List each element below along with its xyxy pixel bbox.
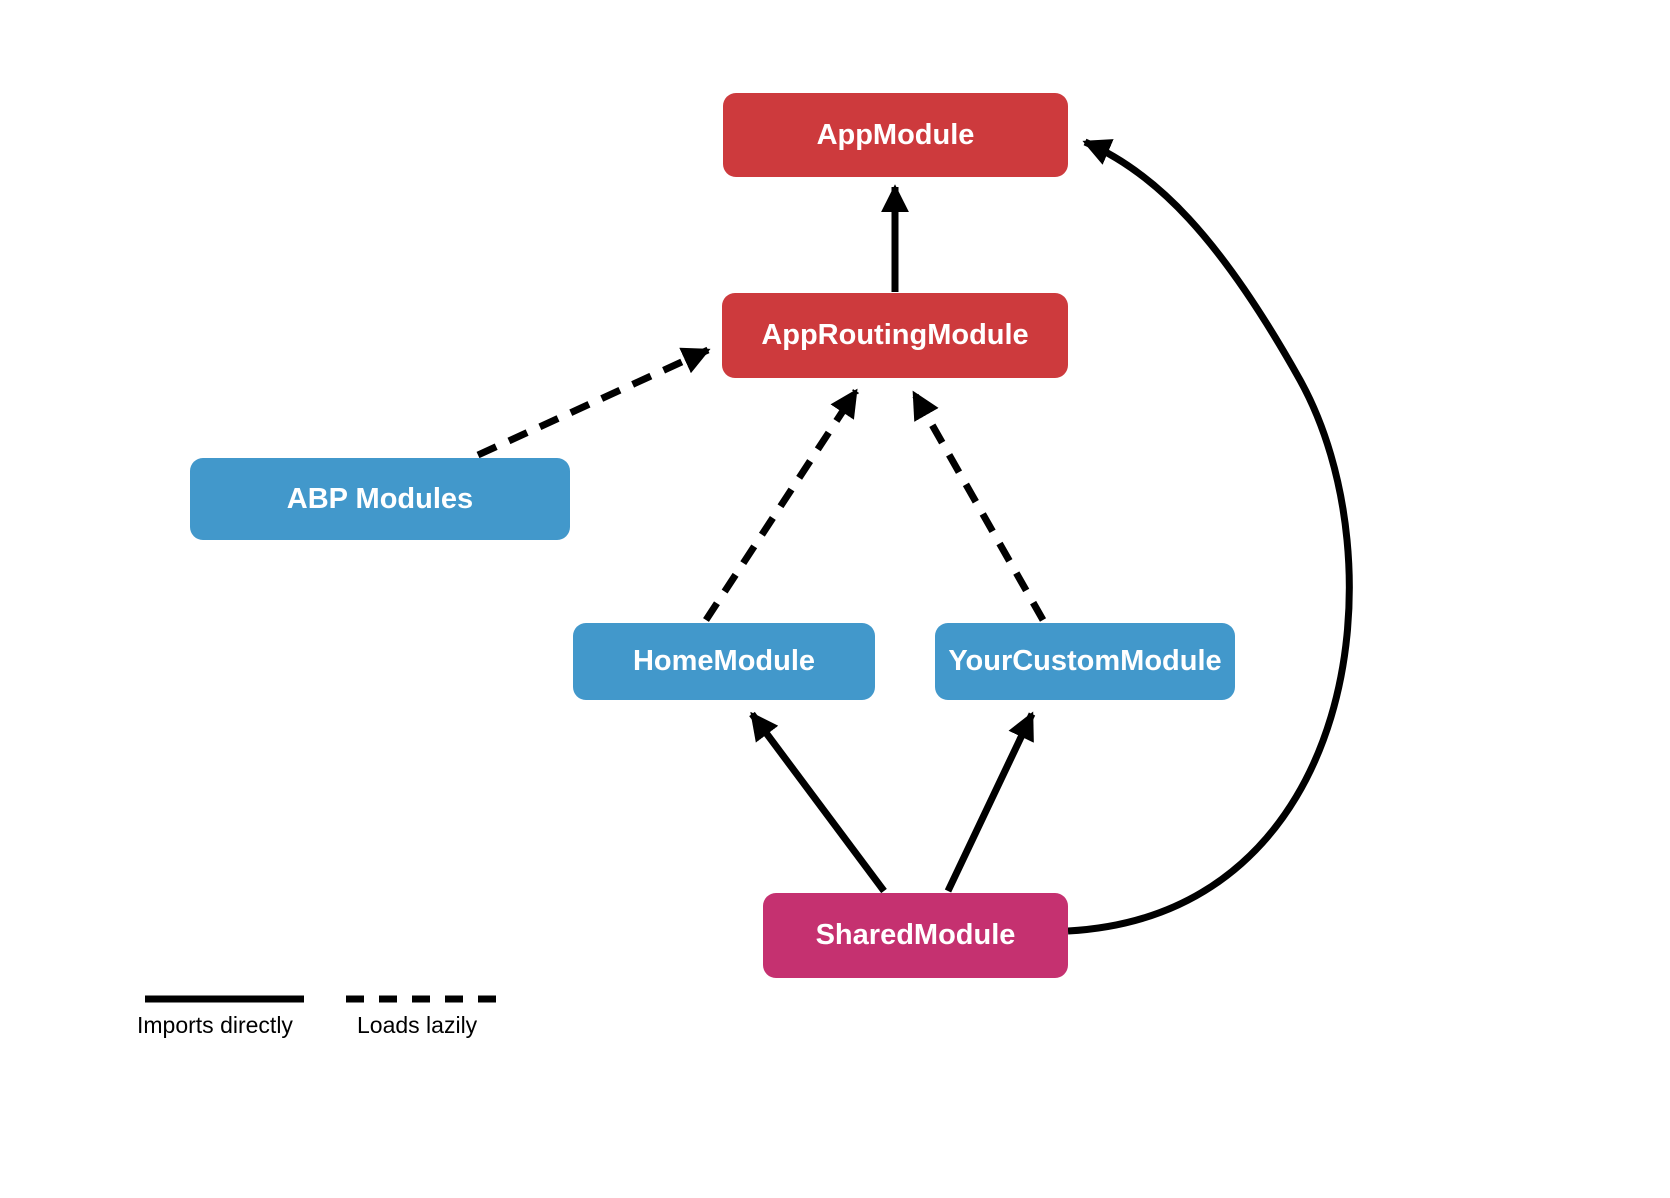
node-abp-modules: ABP Modules	[190, 458, 570, 540]
node-sharedmodule-label: SharedModule	[815, 919, 1016, 951]
edge-abp-to-approuting-arrow	[476, 346, 711, 459]
legend-label-loads-lazily: Loads lazily	[357, 1012, 478, 1038]
node-sharedmodule: SharedModule	[763, 893, 1068, 978]
node-appmodule-label: AppModule	[816, 118, 975, 151]
edge-home-to-approuting-arrow	[703, 388, 859, 622]
legend-label-imports-directly: Imports directly	[137, 1012, 293, 1038]
node-approutingmodule: AppRoutingModule	[722, 293, 1068, 378]
node-appmodule: AppModule	[723, 93, 1068, 177]
node-abp-modules-label: ABP Modules	[286, 482, 474, 515]
node-yourcustommodule: YourCustomModule	[935, 623, 1235, 700]
edge-custom-to-approuting-arrow	[910, 390, 1047, 622]
node-homemodule-label: HomeModule	[632, 645, 816, 677]
node-homemodule: HomeModule	[573, 623, 875, 700]
edge-shared-to-app-curved-arrow	[1067, 138, 1353, 935]
edge-shared-to-custom-arrow	[944, 711, 1036, 893]
edge-shared-to-home-arrow	[749, 711, 887, 894]
node-approutingmodule-label: AppRoutingModule	[761, 319, 1029, 351]
node-yourcustommodule-label: YourCustomModule	[948, 645, 1222, 677]
